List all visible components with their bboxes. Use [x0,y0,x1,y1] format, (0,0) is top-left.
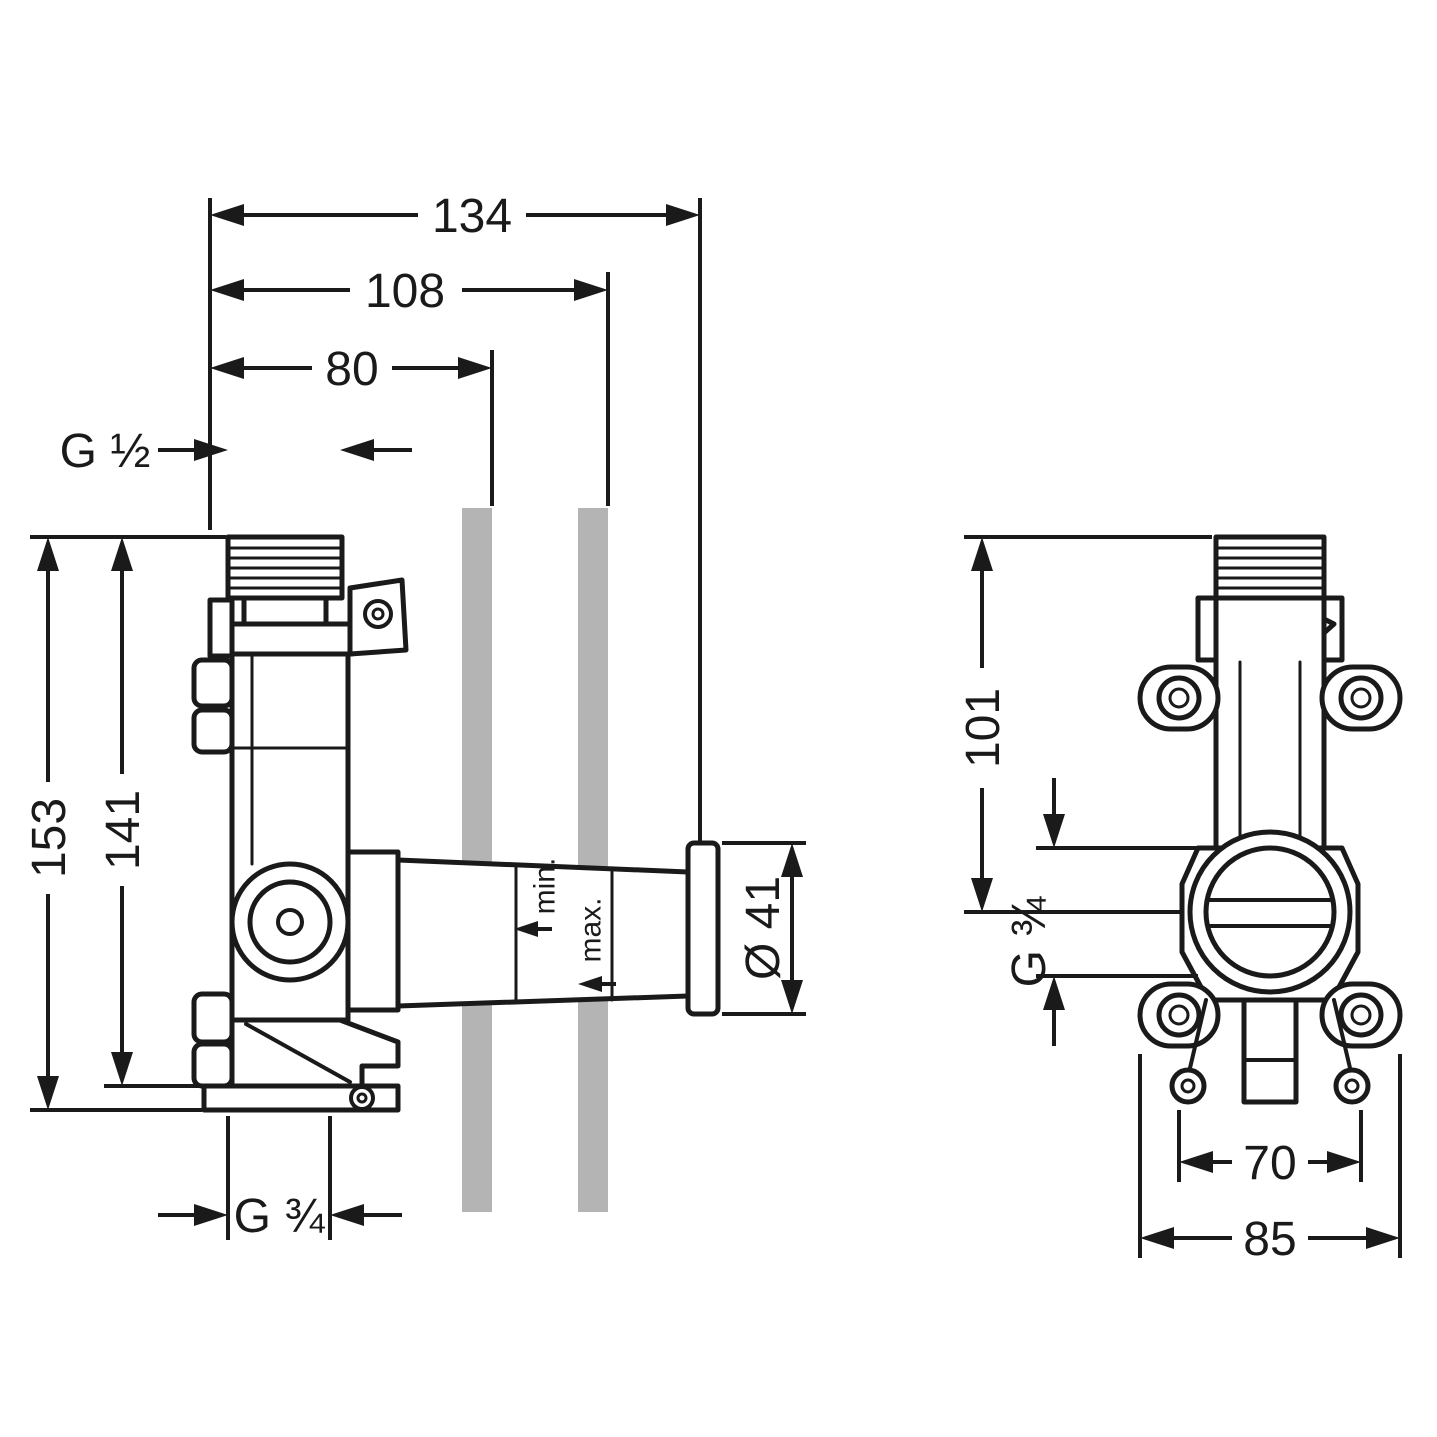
arrow-101-bottom [971,878,993,912]
arrow-108-left [210,279,244,301]
arrow-141-bottom [111,1052,133,1086]
foot-hole-inner [356,1092,368,1104]
thread-top-label: G ½ [60,425,151,478]
arrow-153-top [37,537,59,571]
tab-hole-outer [363,599,393,629]
arrow-153-bottom [37,1076,59,1110]
arrow-70-right [1327,1151,1361,1173]
arrow-d41-bottom [781,980,803,1014]
top-neck [241,595,329,627]
arrow-134-right [666,204,700,226]
valve-front-view [1137,534,1403,1105]
foot-hole-right-outer [1333,1067,1371,1105]
center-thread-circle-inner [1203,845,1337,979]
ear-top-right [1319,664,1403,732]
ear-top-left-washer [1156,675,1202,721]
diameter-41-label: Ø 41 [737,876,790,980]
min-label: min. [529,858,562,915]
wall-layer-far [578,508,608,1212]
foot-hole-right-inner [1344,1078,1360,1094]
arrow-g12-right [340,439,374,461]
valve-side-view [191,534,721,1113]
top-flange [223,621,355,657]
left-step [207,597,235,659]
front-body-column [1213,595,1327,851]
dim-108-label: 108 [365,265,445,318]
left-lug-3 [191,991,235,1045]
wall-layer-near [462,508,492,1212]
dim-153-label: 153 [23,798,76,878]
ear-bottom-right-hole [1350,1004,1372,1026]
arrow-141-top [111,537,133,571]
arrow-min [514,921,538,937]
thread-bottom-label: G ¾ [234,1190,326,1243]
arrow-85-left [1140,1227,1174,1249]
pipe-end-flange [685,840,721,1017]
ear-bottom-left-hole [1168,1004,1190,1026]
arrow-85-right [1366,1227,1400,1249]
thread-front-label: G ¾ [1003,896,1056,988]
thread-lines-front [1216,546,1324,590]
plate-diagonal-left [1188,998,1208,1070]
arrow-g34-right [330,1204,364,1226]
ear-bottom-right-washer [1338,992,1384,1038]
dim-101-label: 101 [957,688,1010,768]
dim-141-label: 141 [97,790,150,870]
side-view-dimensions: 134 108 80 G ½ 153 141 [23,190,806,1243]
pipe-junction [345,849,401,1013]
left-lug-2 [191,707,235,755]
left-lug-4 [191,1041,235,1089]
left-lug-1 [191,657,235,709]
ear-top-right-hole [1350,687,1372,709]
arrow-108-right [574,279,608,301]
arrow-134-left [210,204,244,226]
arrow-max [578,976,602,992]
max-label: max. [575,897,608,962]
center-thread-circle-outer [1187,829,1353,995]
cartridge-circle-mid [247,879,333,965]
cartridge-circle-inner [276,908,304,936]
ear-top-left [1137,664,1221,732]
thread-lines-top [228,546,342,590]
plate-diagonal-right [1332,998,1352,1070]
ear-top-left-hole [1168,687,1190,709]
dim-70-label: 70 [1243,1137,1296,1190]
dim-85-label: 85 [1243,1213,1296,1266]
front-view-dimensions: 101 G ¾ 70 85 [957,535,1402,1266]
mounting-tab-top [347,577,409,657]
ear-top-right-washer [1338,675,1384,721]
arrow-80-right [458,357,492,379]
bracket-diagonal [244,1022,352,1084]
arrow-70-left [1179,1151,1213,1173]
arrow-g34f-bottom [1043,976,1065,1010]
bottom-outlet-tab [1241,997,1299,1105]
arrow-80-left [210,357,244,379]
foot-hole-outer [349,1085,375,1111]
foot-hole-left-inner [1180,1078,1196,1094]
arrow-g34f-top [1043,814,1065,848]
wall-layers [462,508,608,1212]
arrow-d41-top [781,843,803,877]
ear-bottom-left-washer [1156,992,1202,1038]
arrow-101-top [971,537,993,571]
dim-134-label: 134 [432,190,512,243]
foot-hole-left-outer [1169,1067,1207,1105]
arrow-g12-left [194,439,228,461]
tab-hole-inner [371,607,385,621]
dim-80-label: 80 [325,343,378,396]
arrow-g34-left [194,1204,228,1226]
